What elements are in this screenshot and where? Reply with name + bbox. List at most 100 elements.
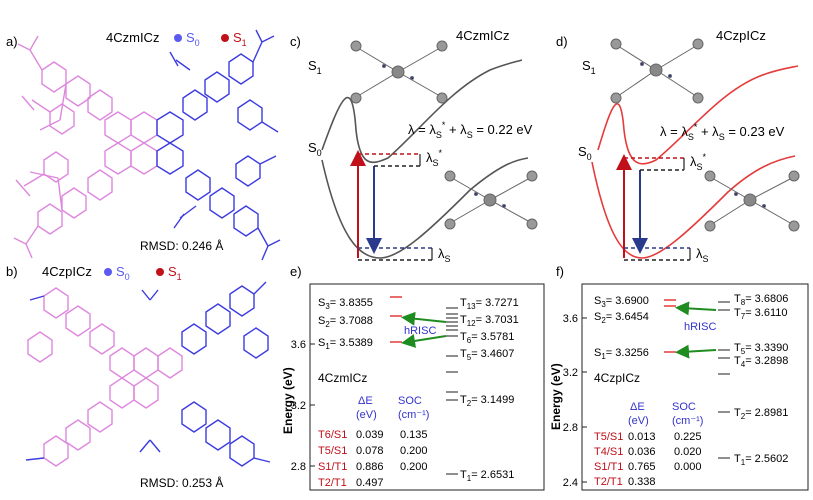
table-head-de-unit: (eV) — [628, 415, 649, 427]
table-row-de: 0.765 — [628, 461, 656, 473]
hrisc-arrow-upper — [401, 311, 447, 326]
panel-c-s0-label: S0 — [308, 140, 322, 158]
panel-f-table: ΔE (eV) SOC (cm⁻¹) T5/S1 0.013 0.225 T4/… — [594, 401, 703, 488]
panel-b-title: 4CzpICz — [42, 264, 92, 279]
panel-e-ytick: 3.2 — [291, 400, 306, 412]
t7-label: T7= 3.6110 — [734, 307, 788, 321]
panel-c-lambda-equation: λ = λS* + λS = 0.22 eV — [408, 120, 533, 140]
table-row-soc: 0.135 — [400, 429, 428, 441]
s2-label: S2= 3.6454 — [594, 311, 649, 325]
panel-d: d) 4CzpICz S1 S0 λS* λS λ = λS* + λS = 0… — [556, 28, 800, 264]
table-row-soc: 0.200 — [400, 461, 428, 473]
t5-label: T5= 3.3390 — [734, 342, 788, 356]
legend-s1-label: S1 — [233, 30, 247, 48]
panel-d-lambda-equation: λ = λS* + λS = 0.23 eV — [660, 122, 785, 142]
panel-b-label: b) — [6, 264, 18, 279]
table-row-pair: S1/T1 — [594, 461, 623, 473]
table-row-pair: T5/S1 — [318, 445, 347, 457]
panel-e-label: e) — [290, 264, 302, 279]
lambda-s-star-label: λS* — [426, 148, 443, 168]
panel-b-rmsd: RMSD: 0.253 Å — [140, 475, 223, 490]
panel-e-yticks: 3.6 3.2 2.8 — [291, 339, 315, 473]
panel-f-yticks: 3.6 3.2 2.8 2.4 — [563, 313, 587, 489]
table-row-de: 0.497 — [356, 477, 384, 489]
panel-a-label: a) — [6, 34, 18, 49]
molecule-overlay-4czpicz — [25, 281, 271, 467]
table-row-pair: T4/S1 — [594, 446, 623, 458]
panel-f-ytick: 2.4 — [563, 477, 578, 489]
t2-label: T2= 2.8981 — [734, 407, 788, 421]
panel-e-singlet-labels: S3= 3.8355 S2= 3.7088 S1= 3.5389 — [318, 297, 373, 351]
panel-e: e) Energy (eV) 3.6 3.2 2.8 S3= 3.8355 S2… — [281, 264, 545, 491]
panel-e-table: ΔE (eV) SOC (cm⁻¹) T6/S1 0.039 0.135 T5/… — [318, 395, 429, 489]
panel-e-triplet-levels — [446, 307, 458, 475]
table-row-de: 0.039 — [356, 429, 384, 441]
panel-e-ytick: 2.8 — [291, 461, 306, 473]
t13-label: T13= 3.7271 — [460, 297, 519, 311]
s3-label: S3= 3.6900 — [594, 295, 649, 309]
t6-label: T6= 3.5781 — [460, 331, 514, 345]
table-row-soc: 0.225 — [674, 431, 702, 443]
table-row-soc: 0.200 — [400, 445, 428, 457]
panel-d-s1-label: S1 — [582, 58, 596, 76]
panel-c-label: c) — [290, 34, 301, 49]
lambda-s-label-d: λS — [696, 246, 709, 264]
panel-e-singlet-levels — [390, 296, 402, 343]
t4-label: T4= 3.2898 — [734, 355, 788, 369]
panel-c: c) 4CzmICz S1 S0 λS* λS λ = λS* + λS = 0… — [290, 28, 538, 264]
table-head-de: ΔE — [630, 401, 645, 413]
panel-f-ytick: 3.2 — [563, 367, 578, 379]
legend-s0-dot — [174, 34, 182, 42]
t1-label: T1= 2.5602 — [734, 453, 788, 467]
panel-f-ytick: 2.8 — [563, 422, 578, 434]
panel-c-s1-label: S1 — [308, 58, 322, 76]
table-row-pair: T6/S1 — [318, 429, 347, 441]
panel-e-triplet-labels: T13= 3.7271 T12= 3.7031 T6= 3.5781 T5= 3… — [460, 297, 519, 483]
molecule-s1-thumbnail-d — [610, 38, 704, 104]
table-head-soc-unit: (cm⁻¹) — [398, 409, 429, 421]
panel-f-ylabel: Energy (eV) — [549, 363, 563, 430]
legend-b-s0-label: S0 — [116, 264, 130, 282]
panel-f-ytick: 3.6 — [563, 313, 578, 325]
panel-f-singlet-levels — [664, 299, 676, 353]
s0-potential-curve — [321, 157, 529, 259]
panel-c-title: 4CzmICz — [456, 28, 509, 43]
t8-label: T8= 3.6806 — [734, 293, 788, 307]
s1-label: S1= 3.5389 — [318, 337, 373, 351]
panel-f-singlet-labels: S3= 3.6900 S2= 3.6454 S1= 3.3256 — [594, 295, 649, 361]
panel-e-hrisc: hRISC — [404, 325, 436, 337]
table-row-pair: T2/T1 — [594, 476, 623, 488]
table-head-soc-unit: (cm⁻¹) — [672, 415, 703, 427]
s1-potential-curve-d — [597, 65, 799, 165]
s3-label: S3= 3.8355 — [318, 297, 373, 311]
table-row-pair: T2/T1 — [318, 477, 347, 489]
table-row-pair: T5/S1 — [594, 431, 623, 443]
molecule-s1-thumbnail — [350, 40, 448, 104]
panel-a: a) 4CzmICz S0 S1 — [6, 29, 281, 261]
table-row-de: 0.078 — [356, 445, 384, 457]
table-row-de: 0.338 — [628, 476, 656, 488]
table-row-de: 0.886 — [356, 461, 384, 473]
panel-f-triplet-levels — [718, 301, 730, 459]
molecule-s0-thumbnail-d — [704, 170, 800, 232]
hrisc-arrow-lower — [401, 333, 447, 348]
table-head-soc: SOC — [672, 401, 696, 413]
panel-d-s0-label: S0 — [578, 144, 592, 162]
panel-e-ylabel: Energy (eV) — [281, 367, 295, 434]
panel-a-title: 4CzmICz — [106, 30, 159, 45]
panel-e-frame — [309, 283, 545, 491]
table-row-soc: 0.000 — [674, 461, 702, 473]
legend-b-s1-dot — [156, 268, 164, 276]
panel-e-compound: 4CzmICz — [318, 371, 367, 385]
t1-label: T1= 2.6531 — [460, 469, 514, 483]
table-row-de: 0.036 — [628, 446, 656, 458]
table-head-de: ΔE — [358, 395, 373, 407]
t12-label: T12= 3.7031 — [460, 314, 519, 328]
legend-s0-label: S0 — [186, 30, 200, 48]
panel-b: b) 4CzpICz S0 S1 — [6, 264, 271, 490]
panel-d-label: d) — [556, 34, 568, 49]
table-row-pair: S1/T1 — [318, 461, 347, 473]
legend-b-s1-label: S1 — [168, 264, 182, 282]
s2-label: S2= 3.7088 — [318, 315, 373, 329]
